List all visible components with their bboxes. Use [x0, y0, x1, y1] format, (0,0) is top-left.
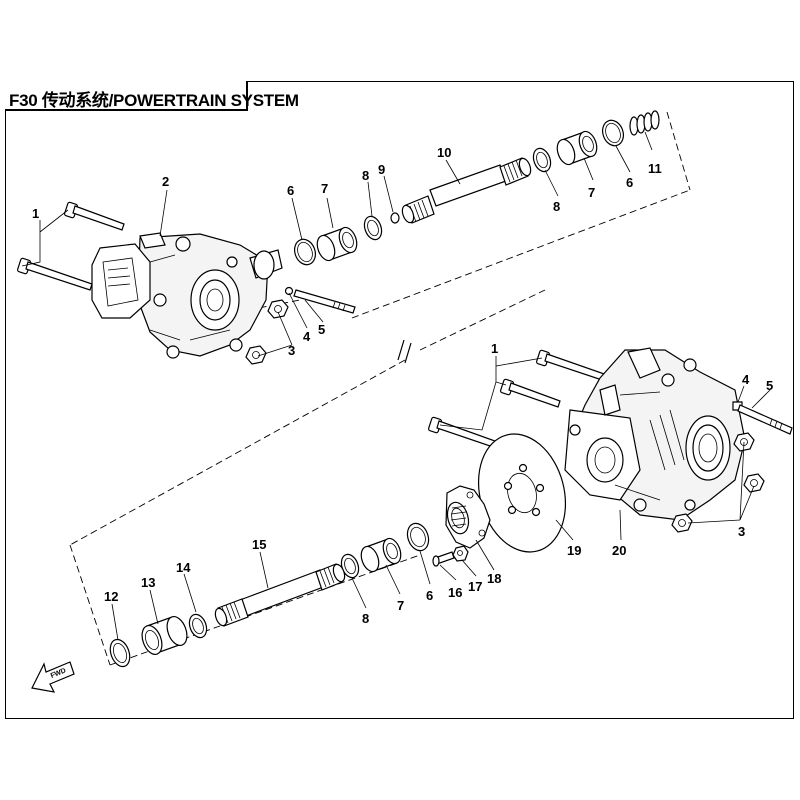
callout-15: 15: [252, 537, 266, 552]
callout-10: 10: [437, 145, 451, 160]
callout-17: 17: [468, 579, 482, 594]
bolt-1-lower-c: [428, 416, 496, 448]
drive-shaft-10: [401, 157, 532, 224]
callout-5-upper: 5: [318, 322, 325, 337]
leader-lines: [21, 131, 771, 641]
callout-18: 18: [487, 571, 501, 586]
bearing-7-upper-right: [556, 130, 598, 166]
callout-6-upper-left: 6: [287, 183, 294, 198]
bolt-16: [432, 551, 455, 567]
callout-16: 16: [448, 585, 462, 600]
callout-13: 13: [141, 575, 155, 590]
callout-3-lower: 3: [738, 524, 745, 539]
nut-3-upper-b: [245, 345, 267, 365]
diagram-frame: [5, 81, 794, 719]
callout-19: 19: [567, 543, 581, 558]
bolt-1-upper-b: [17, 257, 93, 291]
snap-ring-14: [188, 613, 208, 639]
nut-17: [452, 545, 469, 562]
bolt-1-upper-a: [64, 201, 125, 231]
callout-1-upper: 1: [32, 206, 39, 221]
callout-7-upper-right: 7: [588, 185, 595, 200]
callout-8-upper-left: 8: [362, 168, 369, 183]
assembly-axis-lines: [69, 111, 691, 666]
callout-1-lower: 1: [491, 341, 498, 356]
front-gear-case-2: [91, 232, 283, 359]
spring-11: [629, 110, 660, 136]
nut-3-upper-a: [267, 299, 289, 319]
callout-5-lower: 5: [766, 378, 773, 393]
o-ring-6-upper-right: [602, 119, 624, 147]
callout-14: 14: [176, 560, 191, 575]
callout-7-upper-left: 7: [321, 181, 328, 196]
bearing-7-upper-left: [316, 226, 358, 262]
seal-8-lower: [340, 553, 360, 579]
o-ring-6-upper-left: [294, 238, 316, 266]
page-title: F30 传动系统/POWERTRAIN SYSTEM: [9, 91, 299, 110]
fwd-arrow-icon: FWD: [31, 661, 75, 693]
callout-8-lower: 8: [362, 611, 369, 626]
callout-11: 11: [648, 161, 662, 176]
title-box: [5, 81, 248, 111]
nut-3-lower-c: [671, 513, 693, 533]
brake-disc-19: [477, 433, 567, 553]
axle-shaft-15: [214, 563, 346, 627]
callout-8-upper-right: 8: [553, 199, 560, 214]
callout-4-upper: 4: [303, 329, 311, 344]
seal-12: [109, 638, 131, 668]
callout-4-lower: 4: [742, 372, 750, 387]
bolt-1-lower-a: [536, 349, 611, 383]
pin-4-upper: [284, 286, 294, 296]
callout-12: 12: [104, 589, 118, 604]
callout-2: 2: [162, 174, 169, 189]
callout-6-lower: 6: [426, 588, 433, 603]
nut-3-lower-b: [743, 473, 765, 493]
callout-9: 9: [378, 162, 385, 177]
stud-5-lower: [737, 404, 793, 435]
snap-ring-9: [390, 212, 400, 224]
callout-20: 20: [612, 543, 626, 558]
seal-8-upper-right: [532, 147, 552, 173]
callout-3-upper: 3: [288, 343, 295, 358]
callout-7-lower: 7: [397, 598, 404, 613]
bearing-13: [141, 615, 188, 656]
o-ring-6-lower: [406, 522, 430, 552]
callout-numbers: 1 2 3 4 5 6 7 8 9 10 8 7 6 11 1 4 5 3 12…: [32, 145, 773, 626]
bearing-7-lower: [360, 537, 402, 573]
callout-6-upper-right: 6: [626, 175, 633, 190]
break-marks: [397, 339, 412, 364]
stud-5-upper: [293, 289, 356, 314]
seal-8-upper-left: [363, 215, 383, 241]
flange-18: [445, 485, 491, 549]
bolt-1-lower-b: [500, 378, 561, 408]
rear-gear-case-20: [564, 347, 746, 521]
